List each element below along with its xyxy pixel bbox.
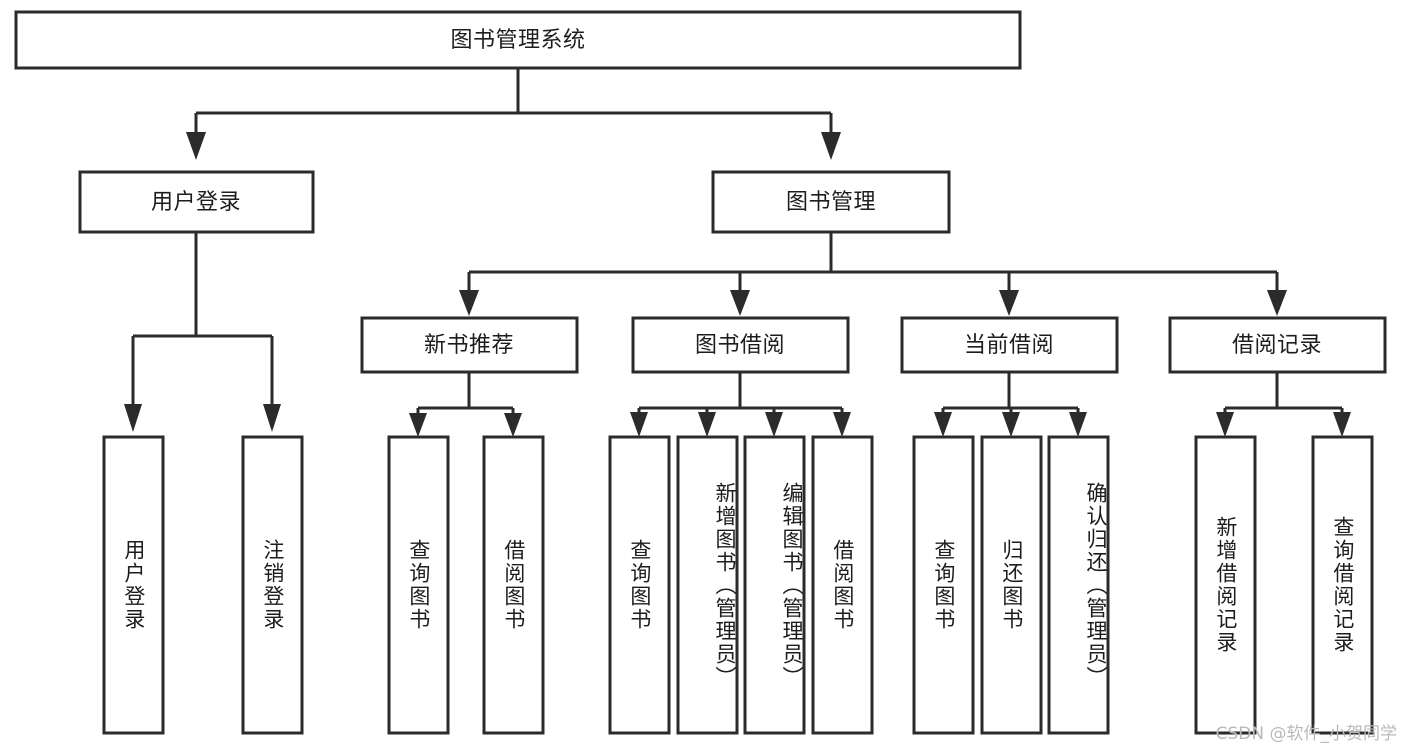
node-leaf-query-book-borrow[interactable] — [608, 435, 671, 735]
arrow-head-current-query — [934, 412, 952, 437]
node-leaf-confirm-return-admin[interactable] — [1047, 435, 1110, 735]
arrow-head-user-login — [186, 132, 206, 160]
arrow-head-new-book-rec — [459, 290, 479, 316]
node-root-book-system[interactable] — [14, 10, 1022, 70]
node-leaf-return-book[interactable] — [980, 435, 1043, 735]
node-book-management[interactable] — [711, 170, 951, 234]
node-leaf-add-book-admin[interactable] — [676, 435, 739, 735]
node-leaf-edit-book-admin[interactable] — [743, 435, 806, 735]
arrow-head-current-confirm — [1069, 412, 1087, 437]
node-current-borrow-label: 当前借阅 — [964, 333, 1054, 358]
node-layer: 图书管理系统 用户登录 图书管理 新书推荐 图书借阅 当前借阅 借阅记录 — [14, 10, 1387, 735]
node-book-management-label: 图书管理 — [786, 190, 876, 215]
node-borrow-record-label: 借阅记录 — [1232, 333, 1322, 358]
connector-layer — [124, 68, 1351, 437]
node-book-borrow[interactable] — [631, 316, 850, 374]
node-book-borrow-label: 图书借阅 — [695, 333, 785, 358]
node-leaf-query-borrow-record[interactable] — [1311, 435, 1374, 735]
node-leaf-add-borrow-record[interactable] — [1194, 435, 1257, 735]
arrow-head-borrow-query — [630, 412, 648, 437]
node-leaf-borrow-book[interactable] — [811, 435, 874, 735]
node-leaf-logout[interactable] — [241, 435, 304, 735]
node-current-borrow[interactable] — [900, 316, 1119, 374]
arrow-head-record-query — [1333, 412, 1351, 437]
node-leaf-query-book-rec[interactable] — [387, 435, 450, 735]
watermark-text: CSDN @软件_小贺同学 — [1215, 724, 1397, 744]
arrow-head-current-borrow — [999, 290, 1019, 316]
arrow-head-rec-borrow-book — [504, 413, 522, 437]
arrow-head-current-return — [1002, 412, 1020, 437]
arrow-head-borrow-add — [698, 412, 716, 437]
node-leaf-borrow-book-rec[interactable] — [482, 435, 545, 735]
arrow-head-book-manage — [821, 132, 841, 160]
arrow-head-borrow-record — [1267, 290, 1287, 316]
node-new-book-recommend[interactable] — [360, 316, 579, 374]
arrow-head-borrow-take — [833, 412, 851, 437]
node-user-login-label: 用户登录 — [151, 190, 241, 215]
arrow-head-record-add — [1216, 412, 1234, 437]
arrow-head-leaf-user-login — [124, 404, 142, 432]
node-leaf-user-login[interactable] — [102, 435, 165, 735]
node-leaf-query-book-current[interactable] — [912, 435, 975, 735]
node-borrow-record[interactable] — [1168, 316, 1387, 374]
node-user-login[interactable] — [78, 170, 315, 234]
arrow-head-book-borrow — [730, 290, 750, 316]
arrow-head-leaf-logout — [263, 404, 281, 432]
node-root-label: 图书管理系统 — [450, 28, 585, 53]
arrow-head-rec-query-book — [409, 413, 427, 437]
node-new-book-recommend-label: 新书推荐 — [424, 333, 514, 358]
arrow-head-borrow-edit — [765, 412, 783, 437]
